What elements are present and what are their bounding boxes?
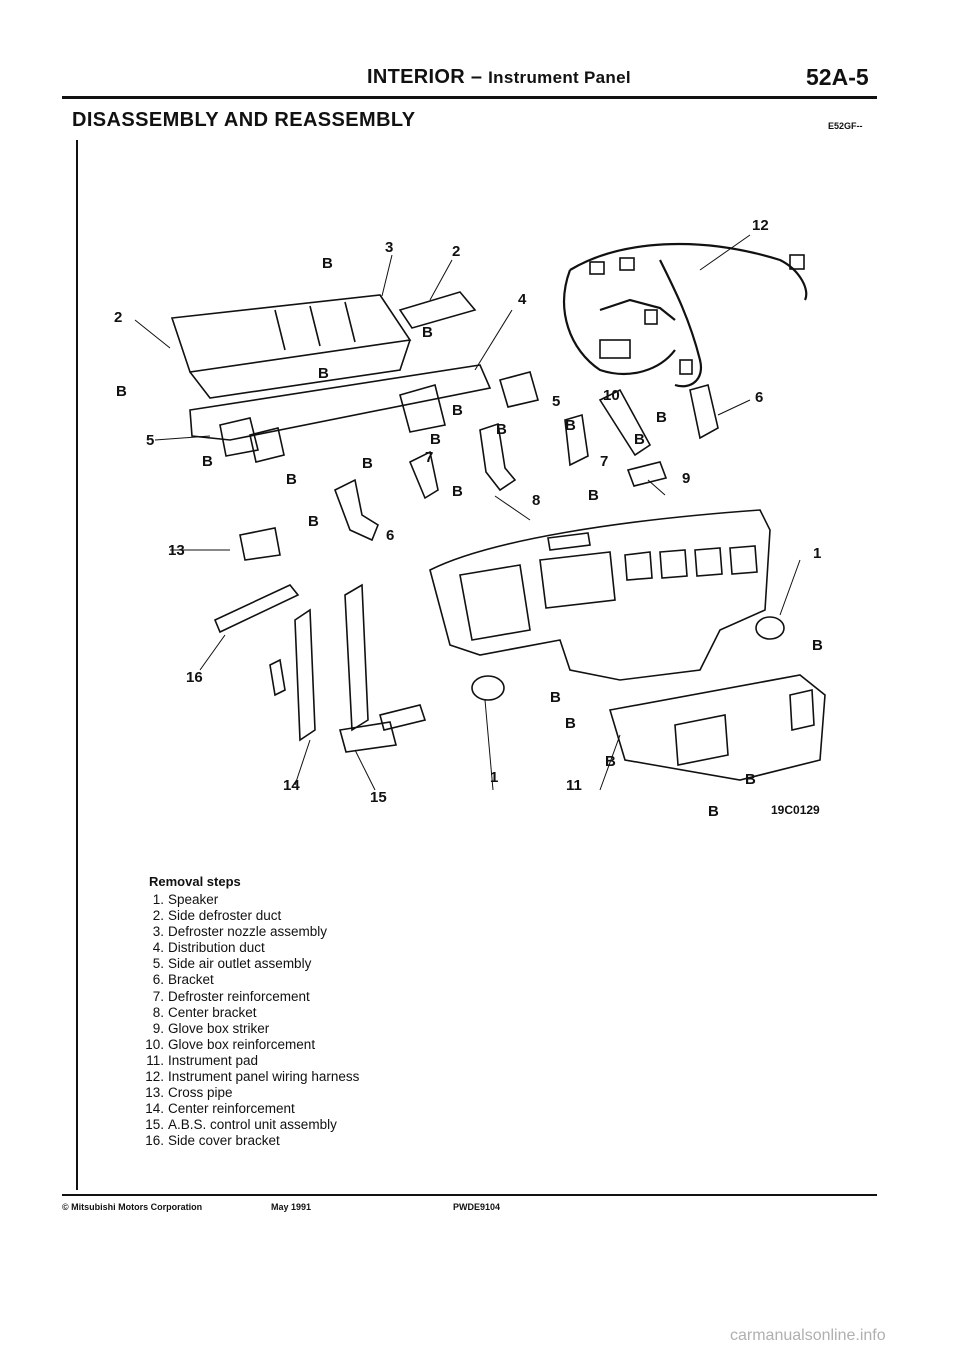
callout: 4: [518, 291, 527, 308]
fastener-label: B: [452, 483, 463, 500]
fastener-label: B: [565, 715, 576, 732]
fastener-label: B: [322, 255, 333, 272]
fastener-label: B: [202, 453, 213, 470]
list-item: 13.Cross pipe: [145, 1085, 233, 1101]
fastener-label: B: [605, 753, 616, 770]
list-item: 6.Bracket: [152, 972, 214, 988]
diagram-callouts: 12 3 2 4 2 5 10 6 7 7 9 8 5 6 13 1 16 1 …: [114, 217, 823, 820]
callout: 1: [490, 769, 498, 786]
callout: 13: [168, 542, 185, 559]
callout: 12: [752, 217, 769, 234]
callout: 16: [186, 669, 203, 686]
fastener-label: B: [452, 402, 463, 419]
fastener-label: B: [634, 431, 645, 448]
removal-steps-list: 1.Speaker 2.Side defroster duct 3.Defros…: [140, 892, 359, 1150]
fastener-label: B: [318, 365, 329, 382]
footer-pub-code: PWDE9104: [453, 1202, 501, 1212]
page-code: 52A-5: [806, 64, 869, 90]
footer-date: May 1991: [271, 1202, 312, 1212]
header-title: INTERIOR – Instrument Panel: [367, 66, 631, 89]
list-item: 14.Center reinforcement: [145, 1101, 295, 1117]
fastener-label: B: [496, 421, 507, 438]
list-item: 7.Defroster reinforcement: [152, 988, 310, 1004]
fastener-label: B: [708, 803, 719, 820]
callout: 3: [385, 239, 393, 256]
callout: 6: [386, 527, 394, 544]
header-subsection: Instrument Panel: [488, 68, 631, 87]
header-section: INTERIOR: [367, 66, 465, 88]
list-item: 9.Glove box striker: [152, 1020, 270, 1036]
callout: 2: [114, 309, 122, 326]
fastener-label: B: [308, 513, 319, 530]
callout: 1: [813, 545, 821, 562]
list-item: 5.Side air outlet assembly: [152, 956, 312, 972]
list-item: 15.A.B.S. control unit assembly: [145, 1117, 337, 1133]
fastener-label: B: [812, 637, 823, 654]
callout: 11: [566, 777, 582, 794]
header-rule: [62, 96, 877, 99]
fastener-label: B: [745, 771, 756, 788]
doc-code: E52GF--: [828, 121, 863, 131]
list-item: 11.Instrument pad: [146, 1052, 259, 1068]
header-dash: –: [470, 66, 483, 88]
list-item: 4.Distribution duct: [152, 940, 265, 956]
diagram-linework: [134, 234, 826, 791]
callout: 5: [146, 432, 154, 449]
footer-copyright: © Mitsubishi Motors Corporation: [62, 1202, 203, 1212]
list-item: 2.Side defroster duct: [152, 908, 282, 924]
callout: 15: [370, 789, 387, 806]
callout: 9: [682, 470, 690, 487]
callout: 2: [452, 243, 460, 260]
callout: 6: [755, 389, 763, 406]
fastener-label: B: [656, 409, 667, 426]
list-item: 3.Defroster nozzle assembly: [152, 924, 328, 940]
callout: 7: [600, 453, 608, 470]
fastener-label: B: [430, 431, 441, 448]
list-item: 16.Side cover bracket: [145, 1133, 280, 1149]
list-item: 8.Center bracket: [152, 1004, 257, 1020]
margin-line: [76, 140, 78, 1190]
removal-steps-title: Removal steps: [149, 874, 241, 889]
footer-rule: [62, 1194, 877, 1196]
fastener-label: B: [588, 487, 599, 504]
fastener-label: B: [422, 324, 433, 341]
callout: 7: [425, 449, 433, 466]
callout: 5: [552, 393, 560, 410]
fastener-label: B: [116, 383, 127, 400]
figure-code: 19C0129: [771, 803, 820, 817]
watermark: carmanualsonline.info: [730, 1327, 886, 1344]
fastener-label: B: [362, 455, 373, 472]
exploded-view-diagram: 12 3 2 4 2 5 10 6 7 7 9 8 5 6 13 1 16 1 …: [114, 217, 826, 820]
callout: 10: [603, 387, 620, 404]
fastener-label: B: [550, 689, 561, 706]
list-item: 10.Glove box reinforcement: [145, 1036, 316, 1052]
fastener-label: B: [565, 417, 576, 434]
list-item: 1.Speaker: [152, 892, 219, 907]
callout: 14: [283, 777, 300, 794]
section-title: DISASSEMBLY AND REASSEMBLY: [72, 109, 416, 131]
list-item: 12.Instrument panel wiring harness: [145, 1069, 360, 1085]
fastener-label: B: [286, 471, 297, 488]
callout: 8: [532, 492, 540, 509]
